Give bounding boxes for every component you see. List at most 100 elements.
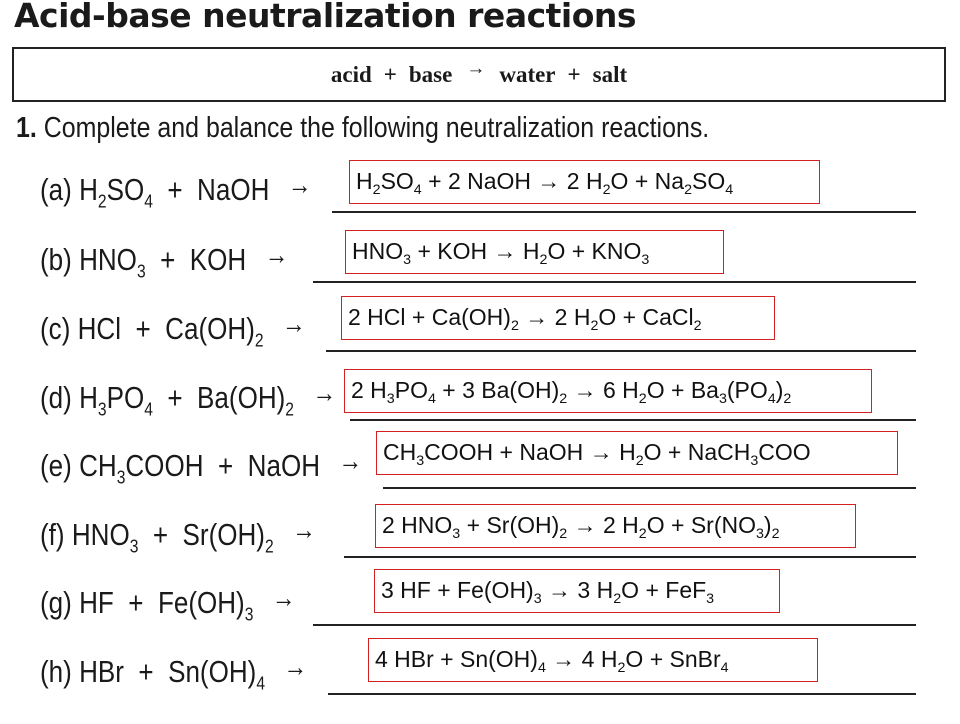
answer-text: 2 H xyxy=(560,168,603,194)
problem-label: (c) xyxy=(40,311,71,346)
reactant-base: Sr(OH)2 xyxy=(183,517,274,555)
answer-subscript: 2 xyxy=(559,525,568,542)
arrow-icon: → xyxy=(282,308,306,339)
answer-box: 3 HF + Fe(OH)3 → 3 H2O + FeF3 xyxy=(374,569,780,613)
answer-box: CH3COOH + NaOH → H2O + NaCH3COO xyxy=(376,431,898,475)
equation-arrow-icon: → xyxy=(466,57,486,79)
answer-arrow-icon: → xyxy=(537,168,561,194)
formula-subscript: 4 xyxy=(144,190,153,212)
formula-subscript: 3 xyxy=(136,260,146,282)
problem-question: (e) CH3COOH + NaOH→ xyxy=(40,445,362,486)
instruction-text: Complete and balance the following neutr… xyxy=(43,112,710,144)
answer-blank-line xyxy=(326,350,916,352)
answer-text: 4 HBr + Sn(OH) xyxy=(375,646,538,672)
reactant-acid: HNO3 xyxy=(72,517,139,555)
plus-sign: + xyxy=(113,585,158,620)
answer-subscript: 3 xyxy=(718,390,727,407)
formula-text: PO xyxy=(106,380,145,415)
answer-blank-line xyxy=(383,487,916,489)
answer-arrow-icon: → xyxy=(552,646,576,672)
arrow-icon: → xyxy=(312,377,336,408)
answer-text: 2 HNO xyxy=(382,512,453,538)
reactant-base: Fe(OH)3 xyxy=(157,585,253,623)
problem-row: (g) HF + Fe(OH)3→ xyxy=(0,582,960,655)
answer-text: 3 HF + Fe(OH) xyxy=(381,577,534,603)
formula-text: NaOH xyxy=(197,172,270,207)
arrow-icon: → xyxy=(292,514,316,545)
plus-sign: + xyxy=(152,380,198,415)
answer-subscript: 3 xyxy=(706,590,715,607)
answer-box: 2 HNO3 + Sr(OH)2 → 2 H2O + Sr(NO3)2 xyxy=(375,504,856,548)
formula-text: Fe(OH) xyxy=(157,585,245,620)
problem-question: (d) H3PO4 + Ba(OH)2→ xyxy=(40,377,336,420)
answer-arrow-icon: → xyxy=(589,439,613,465)
problem-row: (h) HBr + Sn(OH)4→ xyxy=(0,651,960,724)
answer-text: O + KNO xyxy=(547,238,642,264)
plus-sign: + xyxy=(123,654,169,689)
formula-subscript: 2 xyxy=(97,190,107,212)
answer-subscript: 3 xyxy=(403,251,412,268)
answer-arrow-icon: → xyxy=(493,238,517,264)
answer-subscript: 3 xyxy=(533,590,542,607)
answer-text: O + NaCH xyxy=(643,439,751,465)
answer-text: O + FeF xyxy=(621,577,707,603)
answer-text: H xyxy=(612,439,636,465)
plus-sign: + xyxy=(152,172,198,207)
formula-text: HF xyxy=(79,585,114,620)
answer-arrow-icon: → xyxy=(548,577,572,603)
answer-subscript: 2 xyxy=(617,659,626,676)
answer-text: + Sr(OH) xyxy=(460,512,560,538)
plus-sign: + xyxy=(138,517,183,552)
answer-text: SO xyxy=(380,168,414,194)
formula-text: CH xyxy=(79,448,117,483)
answer-text: 2 H xyxy=(596,512,639,538)
answer-subscript: 3 xyxy=(452,525,461,542)
answer-text: ) xyxy=(775,377,784,403)
answer-text: 4 H xyxy=(575,646,618,672)
formula-text: Ba(OH) xyxy=(197,380,286,415)
answer-subscript: 2 xyxy=(684,181,692,198)
answer-subscript: 2 xyxy=(613,590,622,607)
answer-subscript: 3 xyxy=(755,525,764,542)
arrow-icon: → xyxy=(287,169,312,200)
answer-text: O + Ba xyxy=(646,377,719,403)
answer-text: COOH + NaOH xyxy=(424,439,590,465)
arrow-icon: → xyxy=(264,239,289,270)
formula-text: COOH xyxy=(125,448,204,483)
answer-arrow-icon: → xyxy=(573,512,597,538)
answer-text: 2 H xyxy=(351,377,387,403)
reactant-base: NaOH xyxy=(197,172,269,207)
answer-subscript: 4 xyxy=(427,390,436,407)
reactant-acid: H2SO4 xyxy=(79,172,153,210)
answer-subscript: 2 xyxy=(559,390,568,407)
answer-subscript: 3 xyxy=(641,251,650,268)
formula-subscript: 2 xyxy=(285,398,294,420)
answer-text: 2 H xyxy=(548,304,591,330)
problem-row: (f) HNO3 + Sr(OH)2 → xyxy=(0,514,960,587)
formula-subscript: 3 xyxy=(97,398,107,420)
problem-row: (e) CH3COOH + NaOH→ xyxy=(0,445,960,518)
formula-text: Ca(OH) xyxy=(165,311,255,346)
answer-subscript: 4 xyxy=(725,181,734,198)
general-equation-box: acid + base → water + salt xyxy=(12,47,946,102)
page-title: Acid-base neutralization reactions xyxy=(14,0,637,35)
plus-sign: + xyxy=(145,242,190,277)
problem-row: (d) H3PO4 + Ba(OH)2→ xyxy=(0,377,960,450)
answer-subscript: 2 xyxy=(602,181,611,198)
answer-blank-line xyxy=(313,281,916,283)
formula-subscript: 3 xyxy=(244,603,254,625)
problem-label: (b) xyxy=(40,242,72,277)
formula-text: HNO xyxy=(79,242,137,277)
instruction: 1. Complete and balance the following ne… xyxy=(16,112,709,145)
answer-arrow-icon: → xyxy=(525,304,549,330)
answer-blank-line xyxy=(313,624,916,626)
problem-label: (f) xyxy=(40,517,65,552)
answer-subscript: 4 xyxy=(537,659,546,676)
problem-label: (a) xyxy=(40,172,72,207)
reactant-acid: HCl xyxy=(78,311,121,346)
answer-subscript: 4 xyxy=(767,390,776,407)
problem-question: (g) HF + Fe(OH)3→ xyxy=(40,582,295,623)
reactant-base: KOH xyxy=(190,242,246,277)
reactant-acid: H3PO4 xyxy=(79,380,153,418)
problem-row: (c) HCl + Ca(OH)2→ xyxy=(0,308,960,381)
